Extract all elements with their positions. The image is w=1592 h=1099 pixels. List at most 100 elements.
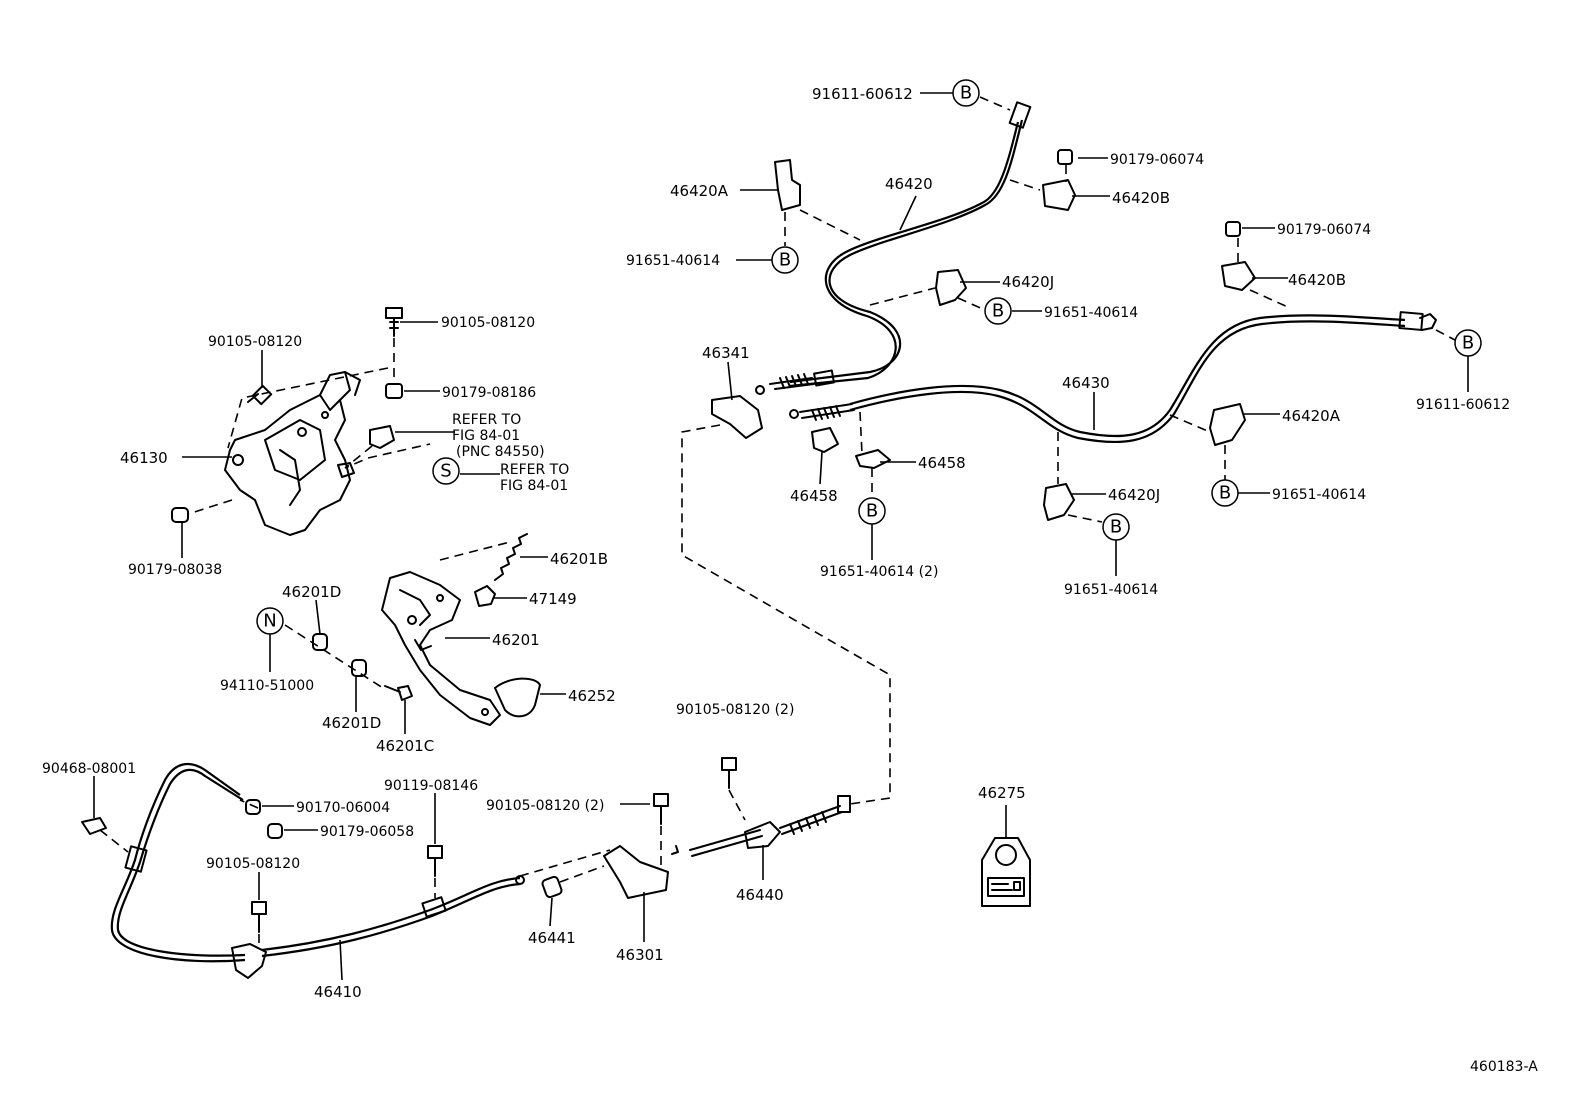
nut-90179-08186	[385, 383, 403, 399]
svg-text:B: B	[1110, 517, 1122, 538]
svg-text:N: N	[263, 611, 276, 632]
circle-mark-B-3: B	[984, 297, 1012, 325]
circle-mark-B-5: B	[1211, 479, 1239, 507]
clip-46458-right	[855, 449, 891, 469]
label-90105-08120-upper: 90105-08120	[441, 315, 535, 331]
label-94110-51000: 94110-51000	[220, 678, 314, 694]
label-46420: 46420	[885, 175, 933, 193]
label-90170-06004: 90170-06004	[296, 800, 390, 816]
label-46458-right: 46458	[918, 454, 966, 472]
label-90105-08120-x2-mid: 90105-08120 (2)	[486, 798, 604, 814]
label-90105-08120-x2-right: 90105-08120 (2)	[676, 702, 794, 718]
label-90179-06074-upper: 90179-06074	[1110, 152, 1204, 168]
label-91651-40614-d: 91651-40614	[1064, 582, 1158, 598]
label-46420J-lower: 46420J	[1108, 486, 1160, 504]
svg-text:B: B	[1462, 333, 1474, 354]
bushings-46201D	[312, 633, 367, 677]
cable-46420	[755, 101, 1032, 395]
bracket-46420J-upper	[935, 269, 967, 306]
switch-refer-fig	[369, 425, 395, 449]
pedal-arm-46201	[381, 571, 501, 726]
label-46441: 46441	[528, 929, 576, 947]
label-46341: 46341	[702, 344, 750, 362]
svg-text:B: B	[779, 250, 791, 271]
svg-text:B: B	[866, 501, 878, 522]
pedal-bracket-46130	[224, 371, 361, 536]
label-plate-46275	[981, 837, 1031, 907]
label-90179-08186: 90179-08186	[442, 385, 536, 401]
label-90119-08146: 90119-08146	[384, 778, 478, 794]
circle-mark-S: S	[432, 457, 460, 485]
label-90468-08001: 90468-08001	[42, 761, 136, 777]
pedal-pad-46252	[494, 677, 541, 718]
label-46458-left: 46458	[790, 487, 838, 505]
label-refer-b-line1: REFER TO	[500, 462, 569, 478]
label-refer-b-line2: FIG 84-01	[500, 478, 568, 494]
label-46440: 46440	[736, 886, 784, 904]
circle-mark-B-7: B	[1102, 513, 1130, 541]
nut-90179-06074-upper	[1057, 149, 1073, 165]
label-91651-40614-b: 91651-40614	[1044, 305, 1138, 321]
circle-mark-B-1: B	[952, 79, 980, 107]
label-91651-40614-x2: 91651-40614 (2)	[820, 564, 938, 580]
label-46201D-upper: 46201D	[282, 583, 341, 601]
circle-mark-B-6: B	[858, 497, 886, 525]
label-91611-60612-right: 91611-60612	[1416, 397, 1510, 413]
bushing-46441	[541, 875, 563, 899]
label-90105-08120-left: 90105-08120	[208, 334, 302, 350]
bolt-90105-08120-x2-mid	[653, 793, 669, 825]
circle-mark-B-2: B	[771, 246, 799, 274]
label-46420A-right: 46420A	[1282, 407, 1341, 425]
svg-text:B: B	[960, 83, 972, 104]
clip-90468-08001	[81, 817, 107, 835]
svg-text:B: B	[992, 301, 1004, 322]
figure-id: 460183-A	[1470, 1059, 1538, 1075]
circle-mark-B-4: B	[1454, 329, 1482, 357]
label-46420B-right: 46420B	[1288, 271, 1346, 289]
label-refer-a-line3: (PNC 84550)	[456, 444, 545, 460]
label-46252: 46252	[568, 687, 616, 705]
label-90179-06058: 90179-06058	[320, 824, 414, 840]
spring-46201B	[494, 533, 528, 581]
label-46130: 46130	[120, 449, 168, 467]
bracket-46301	[603, 845, 669, 899]
label-90105-08120-lower: 90105-08120	[206, 856, 300, 872]
equalizer-46440	[671, 795, 851, 857]
label-46301: 46301	[616, 946, 664, 964]
bracket-46420J-lower	[1043, 483, 1075, 521]
bracket-46420A-right	[1209, 403, 1246, 446]
label-91651-40614-a: 91651-40614	[626, 253, 720, 269]
label-46201: 46201	[492, 631, 540, 649]
leader-lines	[93, 92, 1469, 981]
bolt-90105-08120-left	[247, 384, 273, 406]
nut-90179-06058	[267, 823, 283, 839]
bracket-46420B-upper	[1042, 179, 1076, 211]
label-46430: 46430	[1062, 374, 1110, 392]
label-46410: 46410	[314, 983, 362, 1001]
label-47149: 47149	[529, 590, 577, 608]
circle-mark-N: N	[256, 607, 284, 635]
label-refer-a-line1: REFER TO	[452, 412, 521, 428]
bracket-46420B-right	[1221, 261, 1256, 291]
label-46420A-top: 46420A	[670, 182, 729, 200]
bracket-46341	[711, 395, 763, 439]
svg-text:S: S	[440, 461, 451, 482]
assembly-dashed-lines	[99, 96, 1456, 948]
nut-90170-06004	[245, 799, 261, 815]
nut-90179-06074-right	[1225, 221, 1241, 237]
bolt-90105-08120-x2-right	[721, 757, 737, 789]
clip-46458-left	[811, 427, 839, 453]
label-46201C: 46201C	[376, 737, 434, 755]
svg-text:B: B	[1219, 483, 1231, 504]
cable-46410	[110, 762, 525, 979]
label-46201B: 46201B	[550, 550, 608, 568]
label-46420B-upper: 46420B	[1112, 189, 1170, 207]
bolt-90105-08120-lower	[251, 901, 267, 933]
bolt-90119-08146	[427, 845, 443, 877]
bolt-90105-08120-upper	[385, 307, 403, 337]
label-91611-60612-top: 91611-60612	[812, 85, 913, 103]
label-90179-06074-right: 90179-06074	[1277, 222, 1371, 238]
nut-90179-08038	[171, 507, 189, 523]
bolt-46201C	[384, 685, 413, 701]
